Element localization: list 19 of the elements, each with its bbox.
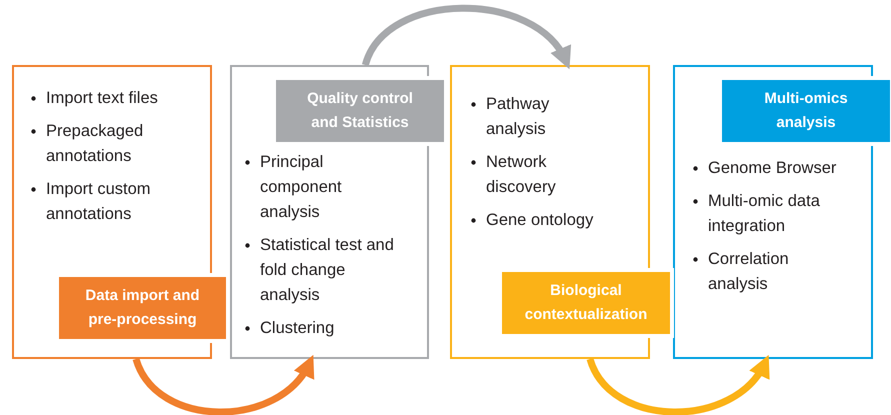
list-item: Correlation analysis bbox=[708, 250, 789, 293]
list-item: Multi-omic data integration bbox=[708, 192, 820, 235]
heading-label: Data import and pre-processing bbox=[59, 277, 226, 339]
list-item: Pathway analysis bbox=[486, 95, 550, 138]
list-item: Statistical test and fold change analysis bbox=[260, 236, 394, 304]
list-item: Principal component analysis bbox=[260, 153, 342, 221]
heading-label: Biological contextualization bbox=[502, 272, 670, 334]
heading-label: Quality control and Statistics bbox=[276, 80, 444, 142]
curved-arrow bbox=[586, 355, 770, 415]
list-item: Clustering bbox=[260, 319, 334, 337]
list-item: Import custom annotations bbox=[46, 180, 151, 223]
list-item: Genome Browser bbox=[708, 159, 836, 177]
heading-label: Multi-omics analysis bbox=[722, 80, 890, 142]
curved-arrow bbox=[132, 355, 314, 415]
list-item: Network discovery bbox=[486, 153, 556, 196]
list-item: Import text files bbox=[46, 89, 158, 107]
curved-arrow bbox=[362, 4, 571, 69]
list-item: Gene ontology bbox=[486, 211, 594, 229]
list-item: Prepackaged annotations bbox=[46, 122, 144, 165]
